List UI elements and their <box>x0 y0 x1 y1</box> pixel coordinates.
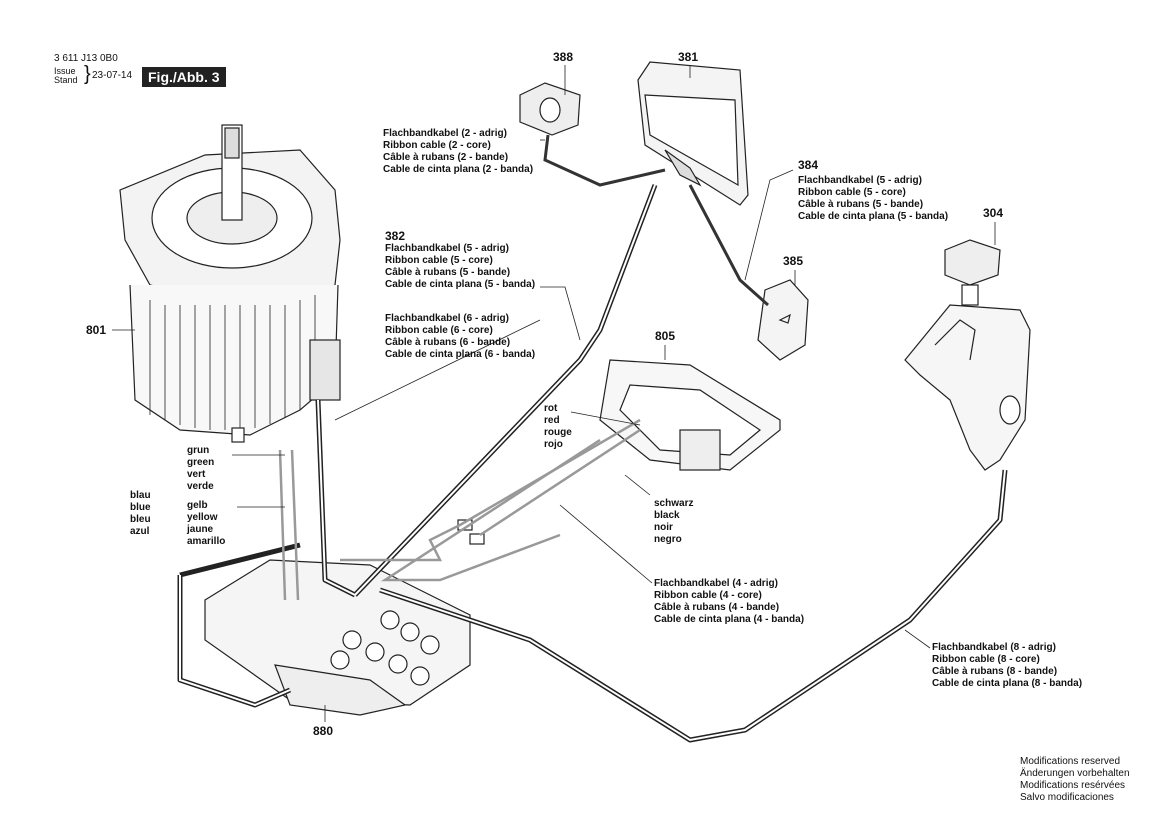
cable-6-label: Flachbandkabel (6 - adrig)Ribbon cable (… <box>385 313 536 360</box>
cable-2-label: Flachbandkabel (2 - adrig)Ribbon cable (… <box>383 128 534 175</box>
board-805-drawing <box>457 359 781 545</box>
part-385-drawing <box>757 279 809 361</box>
cable-5-label-left: Flachbandkabel (5 - adrig)Ribbon cable (… <box>385 243 536 290</box>
figure-label: Fig./Abb. 3 <box>142 67 226 87</box>
motor-801-drawing <box>119 124 341 443</box>
issue-label: Issue <box>54 66 76 76</box>
part-number-801: 801 <box>86 323 107 337</box>
ribbon-cables-inner <box>179 184 1006 742</box>
doc-number: 3 611 J13 0B0 <box>54 53 118 64</box>
part-388-drawing <box>519 82 581 136</box>
part-number-388: 388 <box>553 50 574 64</box>
part-number-880: 880 <box>313 724 334 738</box>
display-381-drawing <box>637 61 749 206</box>
cable-4-label: Flachbandkabel (4 - adrig)Ribbon cable (… <box>654 578 805 625</box>
thin-cables <box>543 134 769 307</box>
part-number-381: 381 <box>678 50 699 64</box>
brace-glyph: } <box>84 63 91 85</box>
leader-lines <box>112 65 996 722</box>
sensor-wires <box>278 418 641 601</box>
cable-5-label-right: Flachbandkabel (5 - adrig)Ribbon cable (… <box>798 175 949 222</box>
issue-date: 23-07-14 <box>92 70 133 81</box>
handle-304-drawing <box>904 239 1031 471</box>
part-number-304: 304 <box>983 206 1004 220</box>
stand-label: Stand <box>54 75 78 85</box>
part-number-384: 384 <box>798 158 819 172</box>
part-number-382: 382 <box>385 229 406 243</box>
cable-8-label: Flachbandkabel (8 - adrig)Ribbon cable (… <box>932 642 1083 689</box>
part-number-805: 805 <box>655 329 676 343</box>
controller-880-drawing <box>204 559 471 716</box>
part-number-385: 385 <box>783 254 804 268</box>
